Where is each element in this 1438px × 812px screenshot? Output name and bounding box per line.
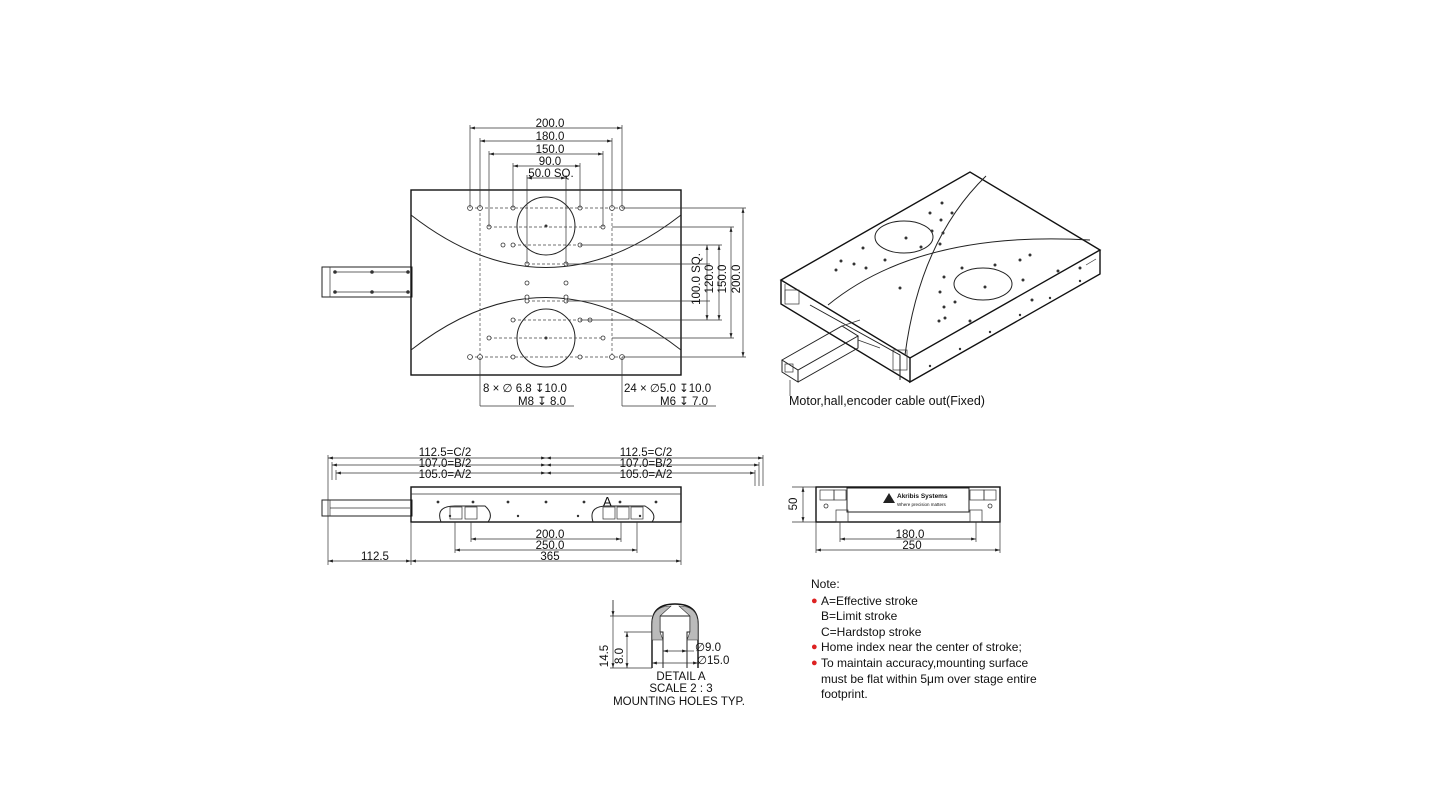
dim-left-a: 105.0=A/2 <box>419 469 472 481</box>
dim-height-120: 120.0 <box>704 265 716 294</box>
dim-side-200: 200.0 <box>536 529 565 541</box>
dim-width-50sq: 50.0 SQ. <box>528 168 573 180</box>
detail-caption-desc: MOUNTING HOLES TYP. <box>613 696 745 708</box>
notes-block: Note: ● A=Effective stroke B=Limit strok… <box>811 577 1071 703</box>
hole-callout-m8-2: M8 ↧ 8.0 <box>518 396 566 408</box>
dim-left-c: 112.5=C/2 <box>419 447 472 459</box>
hole-callout-m6-1: 24 × ∅5.0 ↧10.0 <box>624 383 711 395</box>
note-item-home: ● Home index near the center of stroke; <box>811 640 1071 656</box>
dim-right-a: 105.0=A/2 <box>620 469 673 481</box>
isometric-view: Motor,hall,encoder cable out(Fixed) <box>779 171 1102 408</box>
note-line: A=Effective stroke <box>821 593 918 608</box>
motor-housing <box>321 266 413 298</box>
dim-detail-dia-9: ∅9.0 <box>695 642 721 654</box>
dim-height-150: 150.0 <box>717 265 729 294</box>
dim-detail-14-5: 14.5 <box>599 645 611 667</box>
cable-exit-label: Motor,hall,encoder cable out(Fixed) <box>789 394 985 408</box>
dim-right-b: 107.0=B/2 <box>620 458 673 470</box>
hole-callout-m6-2: M6 ↧ 7.0 <box>660 396 708 408</box>
bullet-icon: ● <box>811 641 818 654</box>
notes-title: Note: <box>811 577 840 591</box>
hole-callout-m8-1: 8 × ∅ 6.8 ↧10.0 <box>483 383 567 395</box>
dim-motor-112-5: 112.5 <box>361 551 389 563</box>
note-line: must be flat within 5μm over stage entir… <box>821 671 1037 686</box>
iso-carriage-circle-1 <box>874 220 934 254</box>
note-line: C=Hardstop stroke <box>821 624 922 639</box>
dim-width-200: 200.0 <box>536 118 565 130</box>
stage-body-side <box>410 486 682 523</box>
brand-name: Akribis Systems <box>897 493 948 500</box>
note-line: To maintain accuracy,mounting surface <box>821 655 1029 670</box>
detail-caption-title: DETAIL A <box>656 671 706 683</box>
mounting-holes-top <box>467 205 625 360</box>
stage-body-end <box>815 486 1001 523</box>
bullet-icon: ● <box>811 656 818 669</box>
dim-end-height-50: 50 <box>788 498 800 511</box>
note-line: Home index near the center of stroke; <box>821 640 1022 655</box>
side-view: A 112.5=C/2 107.0=B/2 105.0=A/2 112.5=C/… <box>321 447 764 565</box>
dim-detail-dia-15: ∅15.0 <box>697 655 729 667</box>
dim-height-200: 200.0 <box>731 265 743 294</box>
brand-logo-icon <box>883 493 895 503</box>
dim-left-b: 107.0=B/2 <box>419 458 472 470</box>
bullet-icon: ● <box>811 594 818 607</box>
dim-side-250: 250.0 <box>536 540 565 552</box>
note-item-stroke: ● A=Effective stroke B=Limit stroke C=Ha… <box>811 594 1071 641</box>
dim-end-180: 180.0 <box>896 529 925 541</box>
detail-caption-scale: SCALE 2 : 3 <box>649 683 712 695</box>
stage-body-top <box>410 189 682 376</box>
top-view: 200.0 180.0 150.0 90.0 50.0 SQ. 100.0 SQ… <box>321 118 746 408</box>
note-line: B=Limit stroke <box>821 609 898 624</box>
note-line: footprint. <box>821 687 868 702</box>
iso-cable-exit <box>781 319 881 383</box>
dim-side-365: 365 <box>540 551 559 563</box>
dim-width-90: 90.0 <box>539 156 561 168</box>
dim-width-180: 180.0 <box>536 131 565 143</box>
iso-carriage-circle-2 <box>953 267 1013 301</box>
detail-a: 14.5 8.0 ∅9.0 ∅15.0 DETAIL A SCALE 2 : 3… <box>599 600 745 708</box>
note-item-flatness: ● To maintain accuracy,mounting surface … <box>811 656 1071 703</box>
upper-carriage-circle <box>516 196 576 256</box>
dim-detail-8-0: 8.0 <box>614 648 626 664</box>
dim-height-100sq: 100.0 SQ. <box>691 253 703 305</box>
detail-a-marker: A <box>603 494 612 509</box>
dim-end-250: 250 <box>902 540 921 552</box>
iso-top-face <box>779 171 1102 359</box>
brand-tagline: Where precision matters <box>897 502 947 507</box>
end-view: Akribis Systems Where precision matters … <box>788 486 1001 553</box>
dim-right-c: 112.5=C/2 <box>620 447 673 459</box>
dim-width-150: 150.0 <box>536 144 565 156</box>
